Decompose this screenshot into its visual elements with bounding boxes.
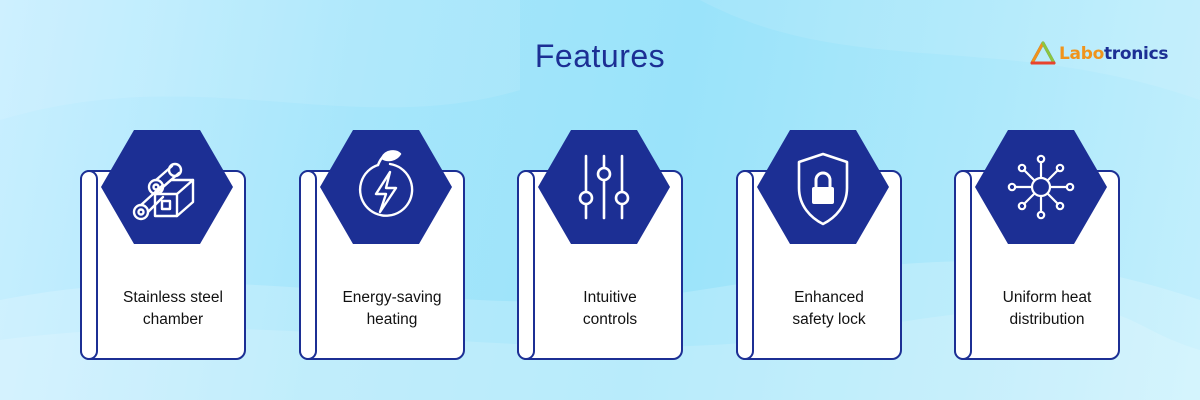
logo-text-accent: Labo xyxy=(1059,44,1104,64)
feature-label: Intuitive controls xyxy=(537,287,683,331)
energy-bolt-icon xyxy=(358,150,414,217)
shield-lock-icon xyxy=(797,152,849,226)
feature-label: Enhanced safety lock xyxy=(756,287,902,331)
feature-hexagon xyxy=(757,130,889,244)
sliders-icon xyxy=(578,154,630,220)
feature-card-safety-lock: Enhanced safety lock xyxy=(736,130,902,360)
feature-label: Uniform heat distribution xyxy=(974,287,1120,331)
feature-card-stainless-steel: Stainless steel chamber xyxy=(80,130,246,360)
feature-label-line2: controls xyxy=(582,311,638,328)
feature-label-line2: distribution xyxy=(1009,311,1085,328)
logo-text-rest: tronics xyxy=(1103,44,1169,64)
feature-label: Stainless steel chamber xyxy=(100,287,246,331)
triangle-logo-icon xyxy=(1030,41,1056,65)
feature-label-line1: Uniform heat xyxy=(1002,289,1092,306)
feature-label-line2: safety lock xyxy=(792,311,866,328)
feature-hexagon xyxy=(101,130,233,244)
steel-bars-icon xyxy=(132,162,195,221)
card-spine xyxy=(736,170,754,360)
card-spine xyxy=(517,170,535,360)
feature-hexagon xyxy=(538,130,670,244)
feature-label-line1: Energy-saving xyxy=(342,289,442,306)
feature-label-line1: Stainless steel xyxy=(123,289,223,306)
feature-label-line1: Intuitive xyxy=(583,289,637,306)
brand-logo: Labotronics xyxy=(1030,38,1170,70)
feature-label-line1: Enhanced xyxy=(794,289,864,306)
feature-label: Energy-saving heating xyxy=(319,287,465,331)
feature-card-intuitive-controls: Intuitive controls xyxy=(517,130,683,360)
feature-label-line2: heating xyxy=(366,311,418,328)
feature-hexagon xyxy=(320,130,452,244)
logo-wordmark: Labotronics xyxy=(1059,44,1168,64)
feature-card-energy-saving: Energy-saving heating xyxy=(299,130,465,360)
card-spine xyxy=(299,170,317,360)
card-spine xyxy=(954,170,972,360)
feature-hexagon xyxy=(975,130,1107,244)
network-hub-icon xyxy=(1007,154,1075,220)
card-spine xyxy=(80,170,98,360)
page-title: Features xyxy=(534,38,666,74)
feature-label-line2: chamber xyxy=(142,311,204,328)
feature-card-uniform-heat: Uniform heat distribution xyxy=(954,130,1120,360)
